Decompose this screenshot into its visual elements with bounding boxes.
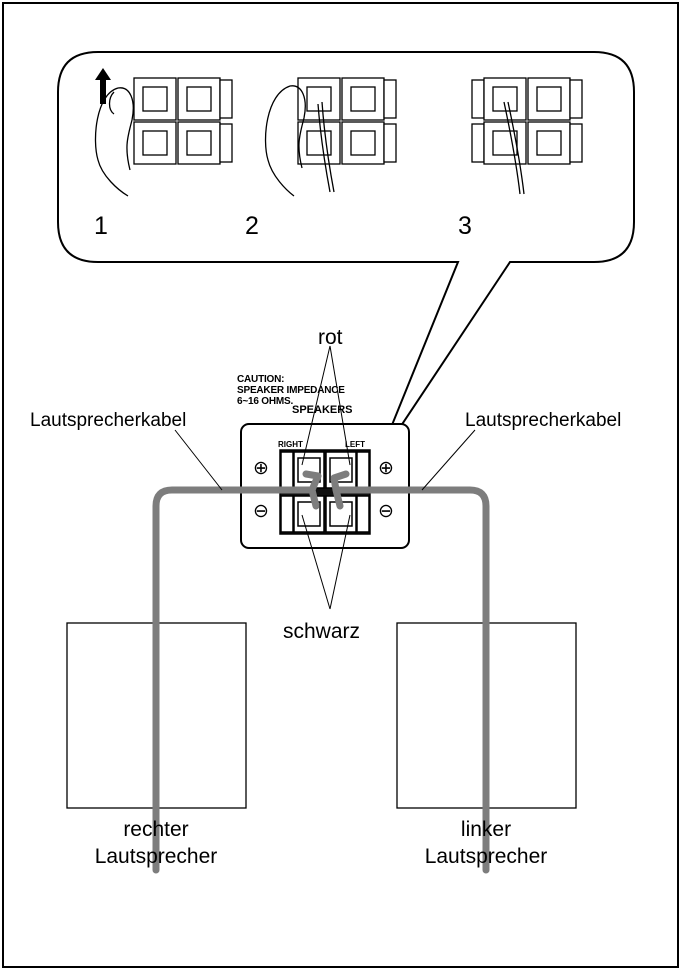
plus-icon: ⊕ (253, 458, 269, 479)
leader-lines (174, 345, 476, 610)
cable-label-left: Lautsprecherkabel (30, 410, 187, 431)
speakers-title: SPEAKERS (292, 404, 353, 416)
caution-text: CAUTION: SPEAKER IMPEDANCE 6~16 OHMS. (237, 374, 345, 407)
right-terminal-label: RIGHT (278, 440, 303, 449)
cable-label-right: Lautsprecherkabel (465, 410, 622, 431)
right-speaker-cable (152, 470, 322, 874)
step-2-illustration (264, 77, 397, 197)
minus-icon: ⊖ (378, 501, 394, 522)
caution-line-1: CAUTION: (237, 374, 285, 385)
step-1-illustration (94, 68, 233, 197)
red-label: rot (318, 326, 343, 349)
right-speaker-label-2: Lautsprecher (94, 845, 218, 868)
caution-line-2: SPEAKER IMPEDANCE (237, 385, 345, 396)
step-1-number: 1 (94, 212, 108, 240)
minus-icon: ⊖ (253, 501, 269, 522)
left-terminal-label: LEFT (345, 440, 365, 449)
left-speaker-label-1: linker (460, 818, 512, 841)
caution-line-3: 6~16 OHMS. (237, 396, 294, 407)
arrow-up-icon (95, 68, 111, 104)
speaker-cables (152, 470, 490, 874)
right-speaker-label-1: rechter (123, 818, 189, 841)
step-2-number: 2 (245, 212, 259, 240)
step-3-illustration (471, 77, 583, 195)
black-label: schwarz (283, 620, 361, 643)
plus-icon: ⊕ (378, 458, 394, 479)
left-speaker-cable (330, 470, 490, 874)
step-3-number: 3 (458, 212, 472, 240)
left-speaker-label-2: Lautsprecher (424, 845, 548, 868)
